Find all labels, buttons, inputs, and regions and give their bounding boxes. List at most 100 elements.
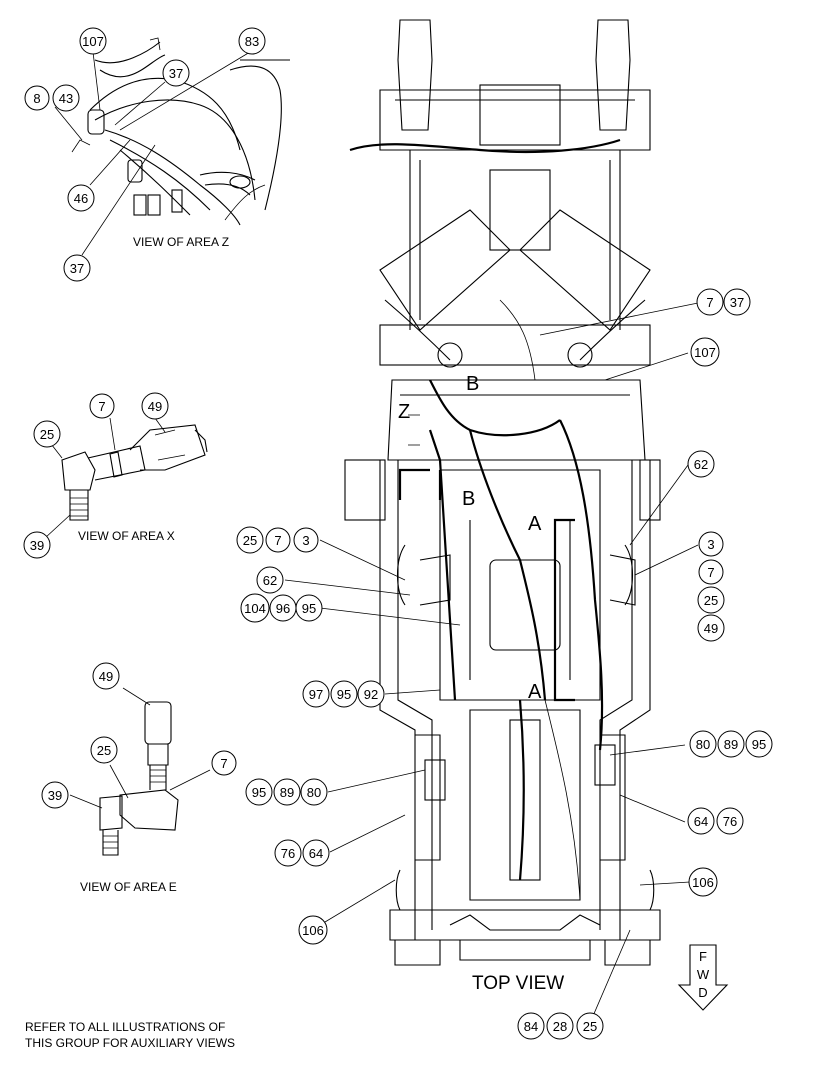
callout-m-89-right: 89 (717, 730, 745, 758)
section-letter-a-top: A (528, 513, 542, 535)
svg-text:76: 76 (723, 814, 737, 829)
callout-m-104: 104 (240, 593, 270, 623)
callout-z-43: 43 (52, 84, 80, 112)
svg-text:49: 49 (99, 669, 113, 684)
svg-text:8: 8 (33, 91, 40, 106)
section-letter-z: Z (398, 401, 410, 423)
fwd-letter-f: F (699, 949, 707, 964)
callout-m-92: 92 (357, 680, 385, 708)
callout-m-37: 37 (723, 288, 751, 316)
callout-x-7: 7 (89, 393, 115, 419)
callout-m-28: 28 (546, 1012, 574, 1040)
callout-x-39: 39 (23, 531, 51, 559)
callout-m-64-right: 64 (687, 807, 715, 835)
top-view-drawing (344, 19, 661, 966)
svg-text:104: 104 (244, 601, 266, 616)
svg-text:7: 7 (706, 295, 713, 310)
svg-text:80: 80 (307, 785, 321, 800)
caption-view-z: VIEW OF AREA Z (133, 235, 229, 249)
svg-text:89: 89 (280, 785, 294, 800)
callout-m-107: 107 (690, 337, 720, 367)
svg-text:3: 3 (302, 533, 309, 548)
callout-m-95-right: 95 (745, 730, 773, 758)
fwd-letter-w: W (697, 967, 710, 982)
svg-text:92: 92 (364, 687, 378, 702)
svg-text:25: 25 (97, 743, 111, 758)
svg-text:95: 95 (252, 785, 266, 800)
view-area-x-drawing (44, 417, 208, 539)
svg-text:25: 25 (40, 427, 54, 442)
callout-e-49: 49 (92, 662, 120, 690)
callout-m-95b: 95 (330, 680, 358, 708)
svg-text:49: 49 (148, 399, 162, 414)
svg-text:25: 25 (704, 593, 718, 608)
section-letter-b-top: B (466, 373, 479, 395)
svg-text:7: 7 (274, 533, 281, 548)
svg-text:25: 25 (243, 533, 257, 548)
callout-m-25-bottom: 25 (576, 1012, 604, 1040)
callout-e-25: 25 (90, 736, 118, 764)
svg-text:39: 39 (30, 538, 44, 553)
callout-z-37a: 37 (162, 59, 190, 87)
callout-m-106-right: 106 (688, 867, 718, 897)
svg-text:96: 96 (276, 601, 290, 616)
callout-z-37b: 37 (63, 254, 91, 282)
svg-text:95: 95 (302, 601, 316, 616)
svg-text:97: 97 (309, 687, 323, 702)
callout-m-7: 7 (696, 288, 724, 316)
note-line-2: THIS GROUP FOR AUXILIARY VIEWS (25, 1036, 235, 1050)
svg-text:39: 39 (48, 788, 62, 803)
callout-m-3-right: 3 (698, 531, 724, 557)
callout-m-62-left: 62 (256, 566, 284, 594)
svg-text:37: 37 (169, 66, 183, 81)
section-letters: Z B B A A (398, 373, 542, 703)
callout-m-76-right: 76 (716, 807, 744, 835)
svg-text:107: 107 (82, 34, 104, 49)
callout-z-46: 46 (67, 184, 95, 212)
svg-text:37: 37 (730, 295, 744, 310)
callout-e-39: 39 (41, 781, 69, 809)
svg-text:62: 62 (263, 573, 277, 588)
callout-m-95-left: 95 (245, 778, 273, 806)
svg-text:107: 107 (694, 345, 716, 360)
svg-text:7: 7 (707, 565, 714, 580)
caption-view-x: VIEW OF AREA X (78, 529, 175, 543)
callout-z-107: 107 (79, 27, 107, 55)
view-area-e-drawing (69, 687, 211, 856)
note-line-1: REFER TO ALL ILLUSTRATIONS OF (25, 1020, 225, 1034)
section-letter-b-bottom: B (462, 488, 475, 510)
callout-m-97: 97 (302, 680, 330, 708)
svg-text:95: 95 (337, 687, 351, 702)
callout-m-25-right: 25 (697, 586, 725, 614)
svg-text:64: 64 (309, 846, 323, 861)
callout-m-84: 84 (517, 1012, 545, 1040)
callout-z-8: 8 (24, 85, 50, 111)
callout-z-83: 83 (238, 27, 266, 55)
section-letter-a-bottom: A (528, 681, 542, 703)
svg-text:49: 49 (704, 621, 718, 636)
callout-m-80-right: 80 (689, 730, 717, 758)
svg-text:80: 80 (696, 737, 710, 752)
callout-e-7: 7 (211, 750, 237, 776)
svg-text:37: 37 (70, 261, 84, 276)
caption-top-view: TOP VIEW (472, 973, 564, 994)
callout-m-7-left: 7 (265, 527, 291, 553)
svg-text:62: 62 (694, 457, 708, 472)
view-area-z-drawing (54, 37, 290, 256)
svg-text:7: 7 (98, 399, 105, 414)
callout-x-49: 49 (141, 392, 169, 420)
callout-x-25: 25 (33, 420, 61, 448)
svg-text:106: 106 (302, 923, 324, 938)
callout-m-64-left: 64 (302, 839, 330, 867)
svg-text:106: 106 (692, 875, 714, 890)
svg-text:83: 83 (245, 34, 259, 49)
callout-m-76-left: 76 (274, 839, 302, 867)
svg-text:64: 64 (694, 814, 708, 829)
callout-m-3-left: 3 (293, 527, 319, 553)
svg-text:43: 43 (59, 91, 73, 106)
fwd-letter-d: D (698, 985, 707, 1000)
fwd-arrow: F W D (677, 944, 729, 1011)
svg-text:95: 95 (752, 737, 766, 752)
callout-m-95a: 95 (295, 594, 323, 622)
